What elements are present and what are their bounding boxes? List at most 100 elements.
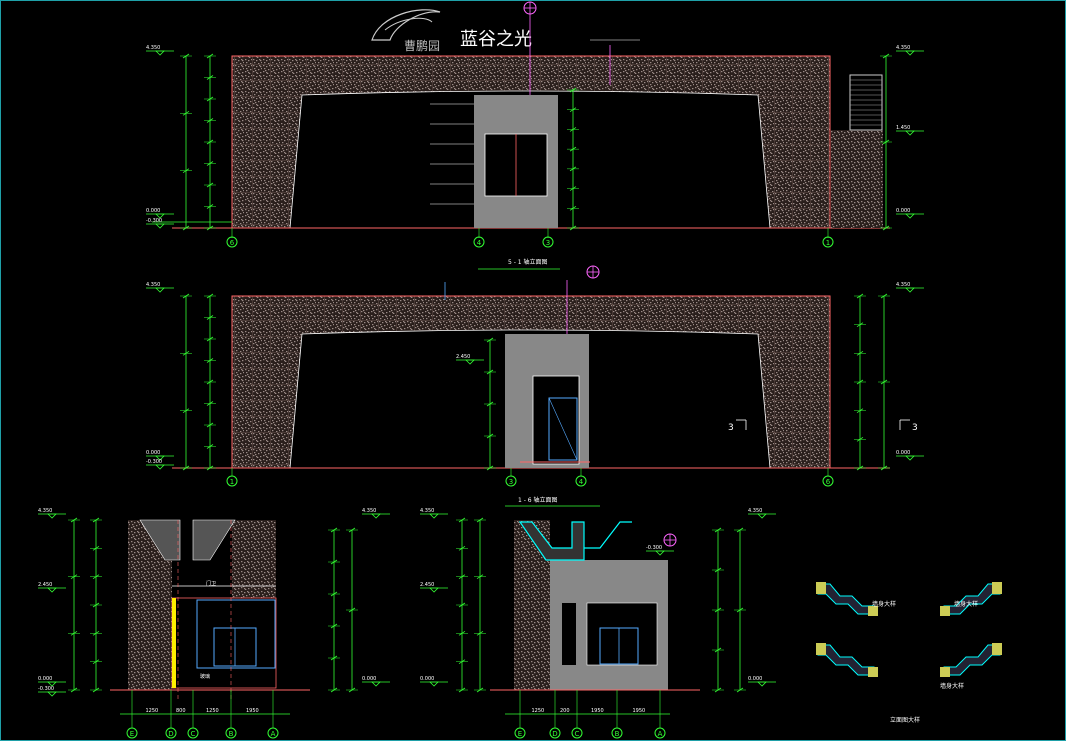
dim-mid-top <box>567 87 579 231</box>
axis-mid-3: 6 <box>822 475 834 487</box>
br-dim-3: 1950 <box>633 708 646 714</box>
logo-swoosh-icon <box>371 9 441 41</box>
axis-mid-1-label: 3 <box>509 478 513 486</box>
br-level-top: 4.350 <box>420 508 448 519</box>
bl-axis-1-label: D <box>168 730 173 738</box>
level-mid-top-text: 4.350 <box>146 282 160 288</box>
side-wall-top <box>831 130 883 228</box>
detail-label-2: 墙身大样 <box>954 600 978 608</box>
bl-level-ground: 0.000 <box>38 676 66 687</box>
br-axis-2-label: C <box>575 730 580 738</box>
br-level-top-r: 4.350 <box>748 508 776 519</box>
br-window <box>586 602 658 666</box>
br-dim-right-outer <box>734 527 746 693</box>
section-mark-right: 3 <box>912 423 918 433</box>
br-axis-4: A <box>654 727 666 739</box>
detail-3 <box>816 643 878 677</box>
logo-text: 曹鹏园 <box>404 39 440 53</box>
bl-level-top-r-text: 4.350 <box>362 508 376 514</box>
level-top-mid-r: 1.450 <box>896 125 924 136</box>
level-mid-top-r-text: 4.350 <box>896 282 910 288</box>
bl-level-top-r: 4.350 <box>362 508 390 519</box>
axis-mid-0: 1 <box>226 475 238 487</box>
bl-axis-2: C <box>187 727 199 739</box>
axis-top-3: 1 <box>822 236 834 248</box>
level-top-top-r-text: 4.350 <box>896 45 910 51</box>
br-level-mid: 2.450 <box>420 582 448 593</box>
bl-level-mid-text: 2.450 <box>38 582 52 588</box>
dim-mid-mid <box>484 337 496 471</box>
br-level-ground-r: 0.000 <box>748 676 776 687</box>
logo-swoosh-icon-2 <box>384 17 433 31</box>
axis-top-2-label: 3 <box>546 239 550 247</box>
level-mid-top: 4.350 <box>146 282 174 293</box>
br-axis-1: D <box>549 727 561 739</box>
level-mid-mid-text: 2.450 <box>456 354 470 360</box>
axis-mid-2: 4 <box>575 475 587 487</box>
level-top-low-text: -0.300 <box>146 218 162 224</box>
bl-room-label: 门卫 <box>206 580 216 587</box>
watermark: 曹鹏园蓝谷之光 <box>371 9 532 53</box>
bl-dim-left-outer <box>68 517 80 693</box>
br-axis-3: B <box>611 727 623 739</box>
br-level-ground-r-text: 0.000 <box>748 676 762 682</box>
bl-dim-right <box>328 527 340 693</box>
br-axis-0: E <box>514 727 526 739</box>
level-mid-top-r: 4.350 <box>896 282 924 293</box>
br-level-top-text: 4.350 <box>420 508 434 514</box>
level-mid-mid: 2.450 <box>456 354 484 365</box>
bl-axis-2-label: C <box>191 730 196 738</box>
level-top-ground: 0.000 <box>146 208 174 219</box>
dim-left-top-outer <box>180 53 192 231</box>
br-level-low-text: -0.300 <box>646 545 662 551</box>
axis-top-0: 6 <box>226 236 238 248</box>
level-top-top: 4.350 <box>146 45 174 56</box>
br-axis-0-label: E <box>518 730 522 738</box>
bl-axis-0: E <box>126 727 138 739</box>
stair-rail <box>849 74 883 131</box>
level-top-ground-r-text: 0.000 <box>896 208 910 214</box>
br-level-low: -0.300 <box>646 545 674 556</box>
detail-1 <box>816 582 878 616</box>
bl-dim-3: 1950 <box>246 708 259 714</box>
br-level-ground: 0.000 <box>420 676 448 687</box>
bl-level-mid: 2.450 <box>38 582 66 593</box>
detail-4 <box>940 643 1002 677</box>
bl-room <box>171 597 277 689</box>
section-bottom-left: 门卫玻璃4.3502.4500.000-0.3004.3500.000E1250… <box>38 508 390 739</box>
br-axis-1-label: D <box>552 730 557 738</box>
dim-right-top <box>880 53 892 231</box>
br-level-ground-text: 0.000 <box>420 676 434 682</box>
bl-level-low-text: -0.300 <box>38 686 54 692</box>
bl-dim-1: 800 <box>176 708 186 714</box>
axis-top-3-label: 1 <box>826 239 830 247</box>
br-dim-0: 1250 <box>532 708 545 714</box>
section-mark-left: 3 <box>728 423 734 433</box>
level-mid-ground: 0.000 <box>146 450 174 461</box>
axis-mid-3-label: 6 <box>826 478 831 486</box>
br-dim-1: 200 <box>560 708 570 714</box>
br-level-top-r-text: 4.350 <box>748 508 762 514</box>
details-title: 立面图大样 <box>890 716 920 724</box>
bl-window <box>196 599 276 669</box>
br-axis-4-label: A <box>658 730 663 738</box>
section-bottom-right: 1 - 6 轴立面图4.3502.4500.0004.3500.000-0.30… <box>420 496 776 739</box>
axis-top-0-label: 6 <box>230 239 235 247</box>
br-axis-3-label: B <box>615 730 620 738</box>
br-axis-2: C <box>571 727 583 739</box>
br-dim-left <box>456 517 468 693</box>
level-top-low: -0.300 <box>146 218 174 229</box>
level-mid-low: -0.300 <box>146 459 174 470</box>
bl-axis-0-label: E <box>130 730 134 738</box>
bl-level-ground-r: 0.000 <box>362 676 390 687</box>
br-dim-left-outer <box>474 517 486 693</box>
level-top-ground-r: 0.000 <box>896 208 924 219</box>
bl-glass-yellow <box>172 598 176 688</box>
detail-label-3: 墙身大样 <box>940 682 964 690</box>
bl-glass-label: 玻璃 <box>200 673 210 680</box>
bl-dim-left <box>90 517 102 693</box>
dim-right-mid-outer <box>878 293 890 471</box>
level-mid-ground-r: 0.000 <box>896 450 924 461</box>
detail-label-1: 墙身大样 <box>872 600 896 608</box>
